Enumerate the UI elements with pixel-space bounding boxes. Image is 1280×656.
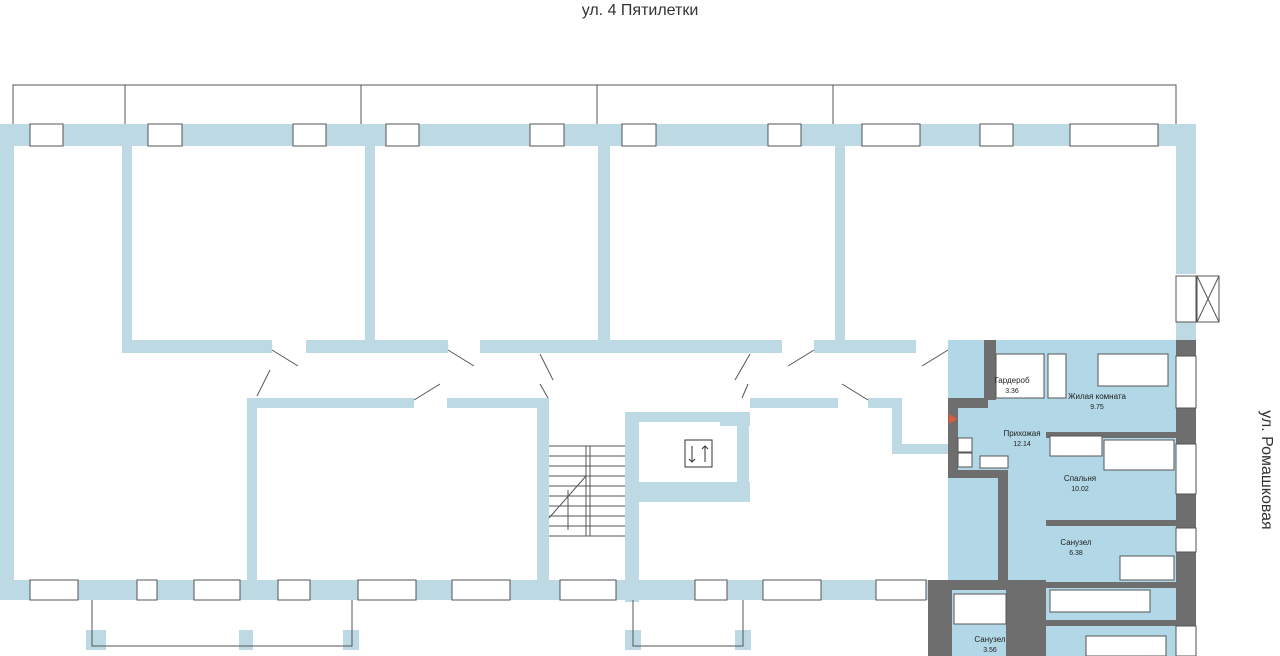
entrance-marker-icon <box>949 414 957 424</box>
room-labels: Гардероб 3.36 Жилая комната 9.75 Прихожа… <box>974 376 1126 654</box>
elevator-icon <box>684 439 713 468</box>
room-area: 3.56 <box>983 647 997 654</box>
room-area: 9.75 <box>1090 404 1104 411</box>
room-name: Гардероб <box>994 376 1030 385</box>
room-area: 6.38 <box>1069 550 1083 557</box>
top-balconies <box>12 84 1177 124</box>
room-area: 3.36 <box>1005 388 1019 395</box>
door-swings <box>256 349 949 401</box>
room-name: Санузел <box>974 635 1005 644</box>
street-label-top: ул. 4 Пятилетки <box>581 2 699 19</box>
room-name: Прихожая <box>1003 429 1040 438</box>
room-name: Санузел <box>1060 538 1091 547</box>
room-name: Спальня <box>1064 474 1096 483</box>
windows-top <box>29 123 1159 147</box>
room-name: Жилая комната <box>1068 392 1126 401</box>
apartment <box>928 340 1197 656</box>
ventilation-shaft-icon <box>1175 275 1220 323</box>
windows-bottom <box>29 579 927 601</box>
bottom-balconies <box>91 600 744 647</box>
staircase-icon <box>548 445 625 537</box>
room-area: 12.14 <box>1013 441 1031 448</box>
room-area: 10.02 <box>1071 486 1089 493</box>
